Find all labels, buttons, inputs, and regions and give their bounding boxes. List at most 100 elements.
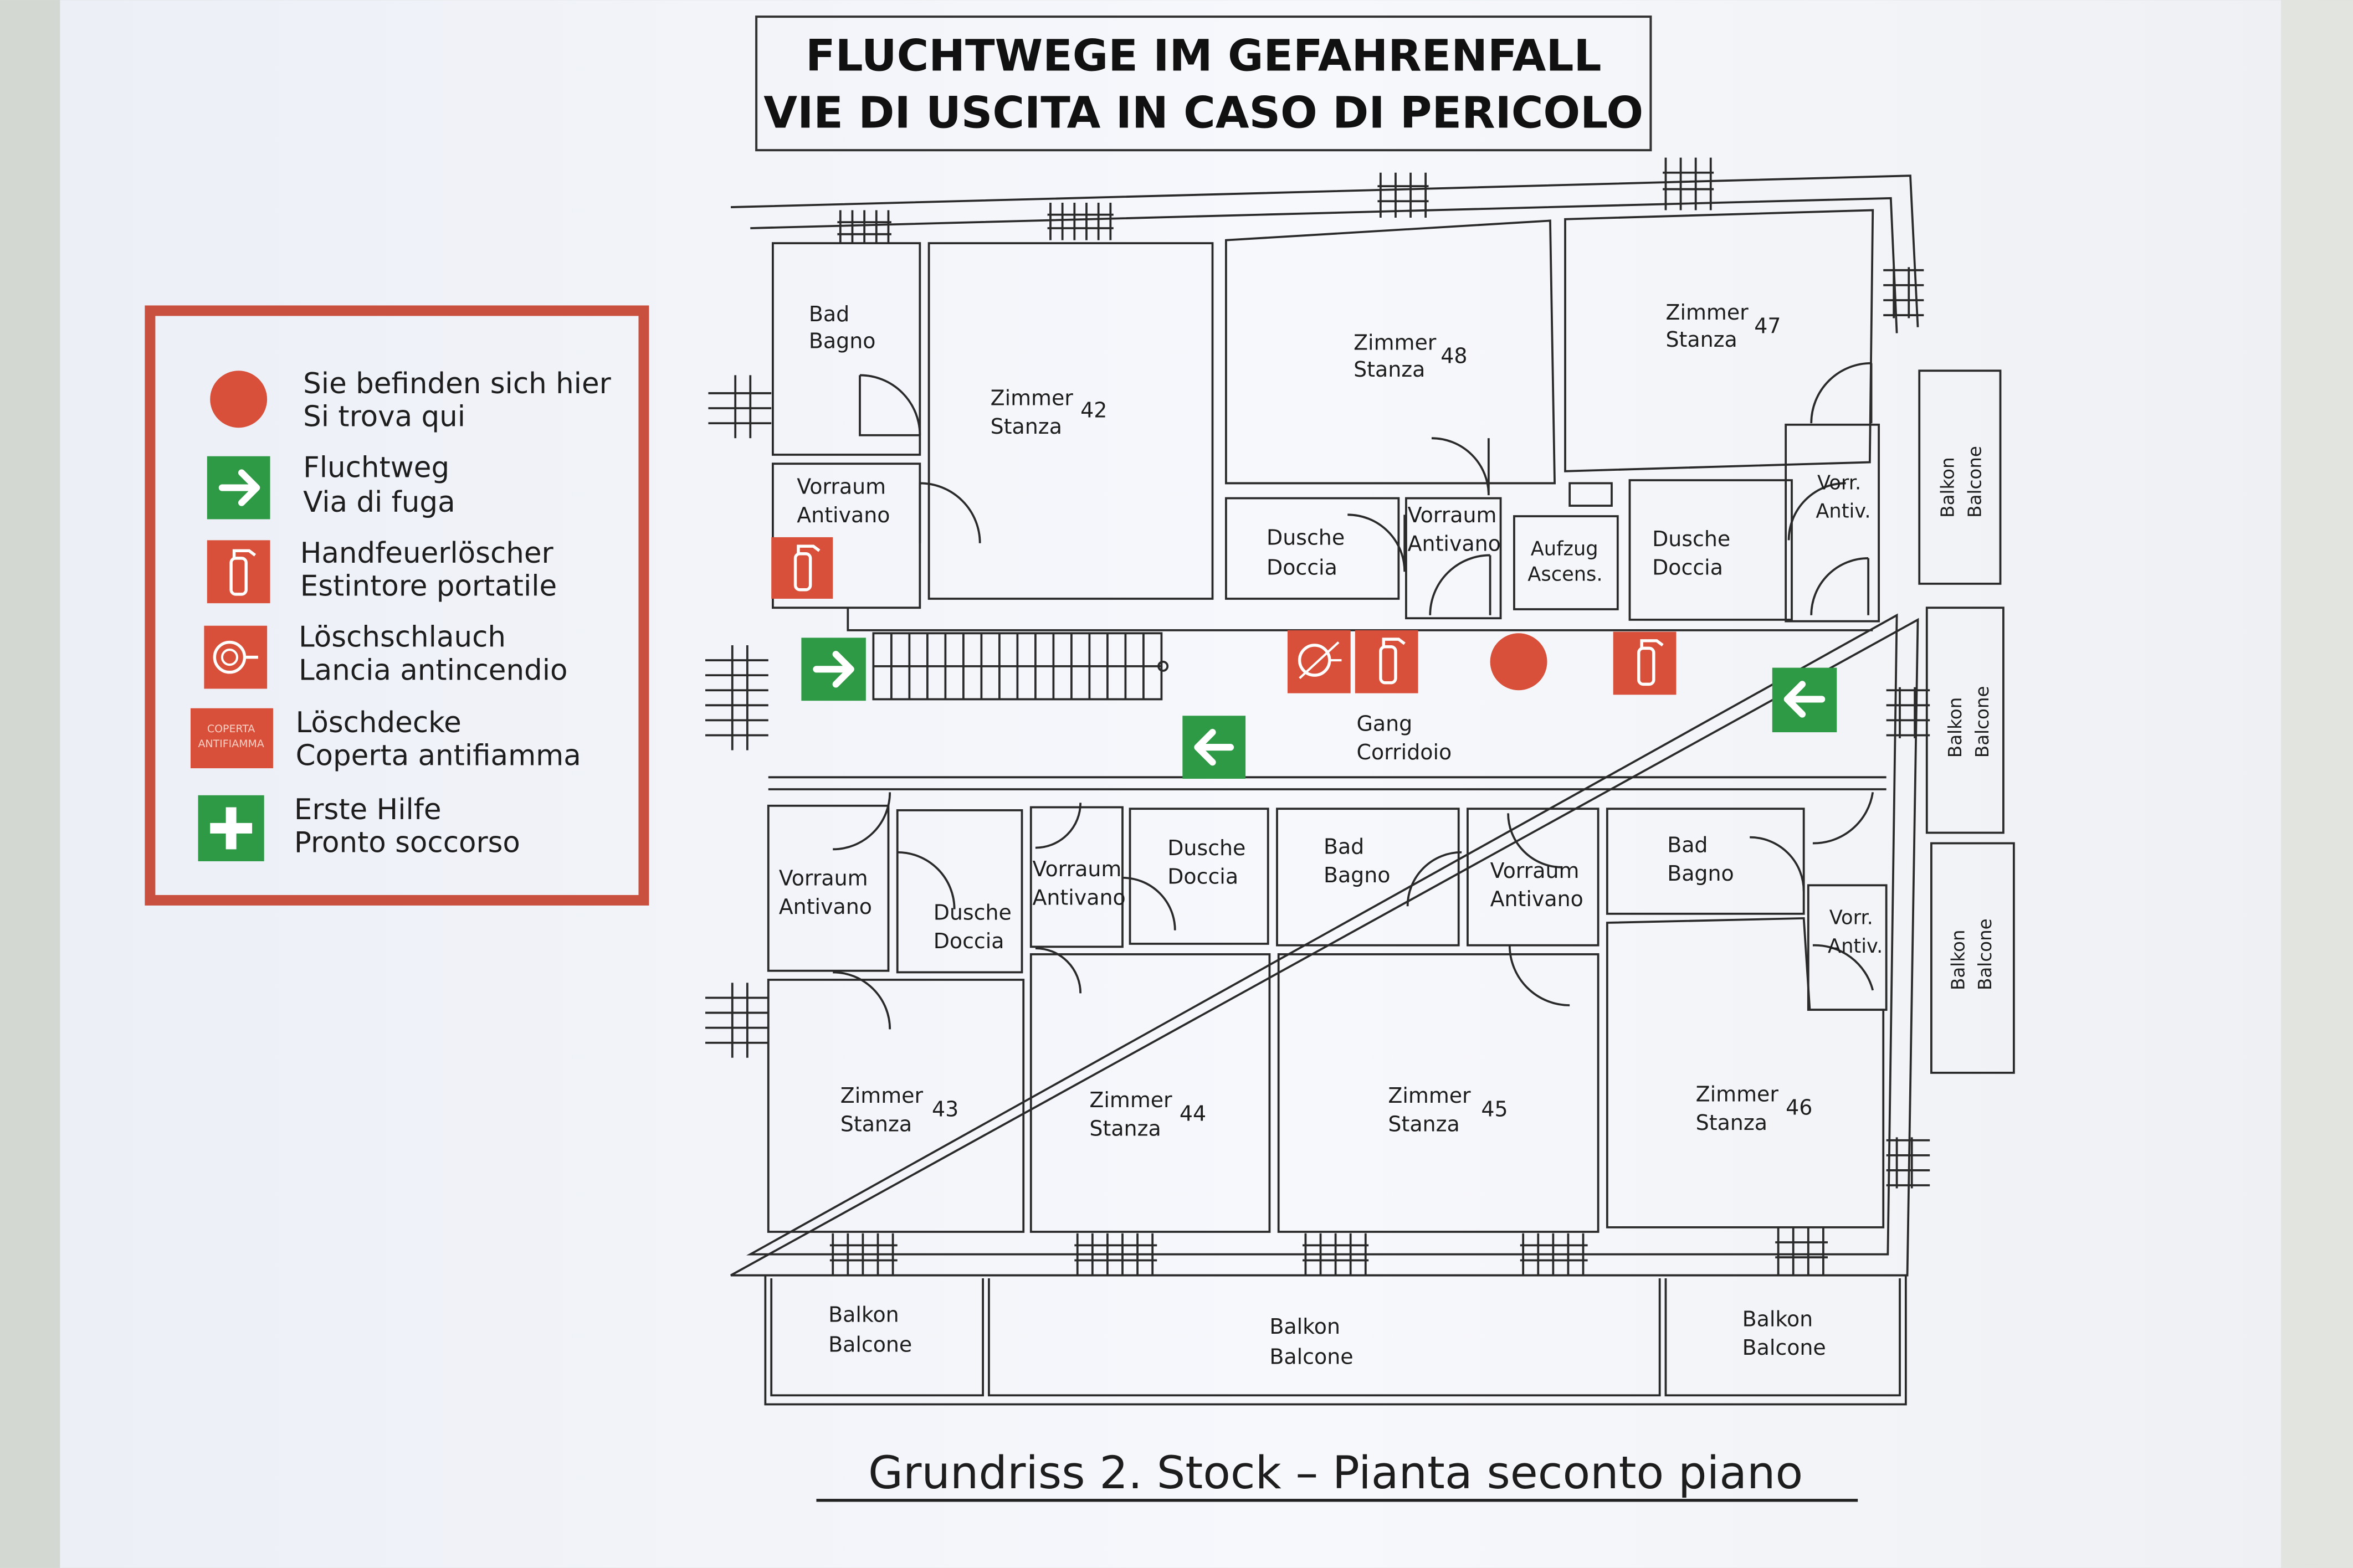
balkon-right-2-label-2: Balcone bbox=[1972, 686, 1993, 758]
fire-extinguisher-icon bbox=[1355, 630, 1418, 693]
arrow-right-icon bbox=[207, 456, 270, 520]
arrow-left-icon bbox=[1182, 716, 1246, 779]
vorr-b-label-1: Vorr. bbox=[1829, 907, 1873, 929]
legend-blanket-de: Löschdecke bbox=[296, 706, 462, 739]
fire-extinguisher-icon bbox=[771, 537, 833, 599]
first-aid-cross-icon bbox=[198, 795, 264, 861]
balkon-right-2-label-1: Balkon bbox=[1945, 697, 1966, 758]
dusche-mid-label-2: Doccia bbox=[1267, 556, 1337, 580]
room-47-label-1: Zimmer bbox=[1665, 300, 1749, 325]
vorr-top-label-2: Antiv. bbox=[1816, 500, 1870, 523]
legend-hose-de: Löschschlauch bbox=[299, 621, 506, 654]
legend-extinguisher-it: Estintore portatile bbox=[300, 570, 557, 603]
gang-label-1: Gang bbox=[1357, 711, 1413, 736]
caption-text: Grundriss 2. Stock – Pianta seconto pian… bbox=[868, 1447, 1803, 1499]
aufzug-label-2: Ascens. bbox=[1527, 563, 1602, 585]
room-42-label-2: Stanza bbox=[991, 414, 1062, 439]
plan-symbols bbox=[771, 537, 1837, 779]
room-labels: Bad Bagno Zimmer Stanza 42 Zimmer Stanza… bbox=[779, 300, 1996, 1369]
balkon-b1-label-1: Balkon bbox=[828, 1303, 899, 1327]
fire-hose-icon bbox=[204, 625, 268, 689]
vorraum-b2-label-2: Antivano bbox=[1032, 886, 1125, 910]
legend-here-de: Sie befinden sich hier bbox=[303, 367, 612, 400]
title-line-2: VIE DI USCITA IN CASO DI PERICOLO bbox=[763, 88, 1643, 138]
legend-escape-de: Fluchtweg bbox=[303, 451, 449, 485]
room-48-number: 48 bbox=[1440, 344, 1467, 368]
arrow-left-icon bbox=[1772, 667, 1837, 733]
floor-plan-walls bbox=[705, 157, 2015, 1406]
aufzug-label-1: Aufzug bbox=[1531, 537, 1598, 560]
sheet-edge bbox=[2280, 0, 2353, 1568]
fire-extinguisher-icon bbox=[207, 540, 270, 604]
location-dot-icon bbox=[1490, 633, 1547, 691]
bad-b2-label-2: Bagno bbox=[1667, 861, 1734, 886]
vorraum-b1-label-2: Antivano bbox=[779, 894, 872, 919]
room-46-label-1: Zimmer bbox=[1696, 1082, 1779, 1106]
legend-hose-it: Lancia antincendio bbox=[299, 654, 568, 687]
dusche-right-label-2: Doccia bbox=[1652, 556, 1723, 580]
bad-b-label-2: Bagno bbox=[1324, 863, 1391, 887]
room-48-label-2: Stanza bbox=[1354, 357, 1425, 382]
vorraum-mid-label-1: Vorraum bbox=[1408, 503, 1497, 527]
room-43-label-2: Stanza bbox=[840, 1112, 912, 1137]
room-42-number: 42 bbox=[1080, 398, 1107, 422]
room-44-number: 44 bbox=[1180, 1102, 1206, 1126]
vorraum-b2-label-1: Vorraum bbox=[1032, 857, 1121, 881]
vorraum-left-label-2: Antivano bbox=[797, 503, 890, 527]
balkon-right-3-label-1: Balkon bbox=[1947, 930, 1968, 990]
balkon-right-1-label-1: Balkon bbox=[1937, 457, 1959, 517]
legend-escape-it: Via di fuga bbox=[303, 486, 455, 519]
fire-blanket-icon: COPERTA ANTIFIAMMA bbox=[190, 708, 273, 769]
gang-label-2: Corridoio bbox=[1357, 740, 1452, 764]
room-45-number: 45 bbox=[1481, 1097, 1508, 1121]
location-dot-icon bbox=[210, 371, 268, 428]
balkon-b3-label-2: Balcone bbox=[1742, 1335, 1826, 1360]
balkon-right-3-label-2: Balcone bbox=[1975, 918, 1996, 990]
title-box: FLUCHTWEGE IM GEFAHRENFALL VIE DI USCITA… bbox=[755, 16, 1652, 152]
room-46-number: 46 bbox=[1786, 1096, 1812, 1120]
vorr-top-label-1: Vorr. bbox=[1817, 471, 1861, 494]
bad-b2-label-1: Bad bbox=[1667, 833, 1708, 857]
legend-firstaid-it: Pronto soccorso bbox=[294, 826, 520, 860]
room-bad-label-2: Bagno bbox=[809, 329, 876, 353]
room-45-label-2: Stanza bbox=[1388, 1112, 1459, 1137]
arrow-right-icon bbox=[801, 638, 866, 701]
dusche-b2-label-2: Doccia bbox=[1167, 865, 1238, 889]
room-44-label-1: Zimmer bbox=[1089, 1088, 1172, 1112]
balkon-b3-label-1: Balkon bbox=[1742, 1307, 1813, 1331]
vorraum-b3-label-1: Vorraum bbox=[1490, 858, 1580, 883]
title-line-1: FLUCHTWEGE IM GEFAHRENFALL bbox=[806, 30, 1602, 81]
room-43-number: 43 bbox=[932, 1097, 958, 1121]
legend-frame bbox=[145, 305, 649, 906]
room-45-label-1: Zimmer bbox=[1388, 1083, 1471, 1108]
legend-firstaid-de: Erste Hilfe bbox=[294, 793, 442, 826]
fire-extinguisher-icon bbox=[1613, 631, 1677, 695]
vorraum-mid-label-2: Antivano bbox=[1408, 531, 1501, 556]
room-47-number: 47 bbox=[1754, 314, 1781, 338]
bad-b-label-1: Bad bbox=[1324, 834, 1364, 858]
dusche-b1-label-1: Dusche bbox=[934, 901, 1012, 925]
fire-hose-icon bbox=[1287, 630, 1351, 693]
blanket-label-2: ANTIFIAMMA bbox=[198, 738, 264, 750]
legend: Sie befinden sich hier Si trova qui Fluc… bbox=[145, 305, 649, 906]
blanket-label-1: COPERTA bbox=[207, 723, 255, 735]
room-46-label-2: Stanza bbox=[1696, 1111, 1767, 1135]
vorraum-b3-label-2: Antivano bbox=[1490, 887, 1583, 911]
vorraum-left-label-1: Vorraum bbox=[797, 474, 886, 498]
vorraum-b1-label-1: Vorraum bbox=[779, 866, 868, 890]
dusche-right-label-1: Dusche bbox=[1652, 527, 1730, 551]
paper-sheet bbox=[60, 0, 2319, 1568]
balkon-b2-label-2: Balcone bbox=[1269, 1344, 1353, 1369]
room-48-label-1: Zimmer bbox=[1354, 330, 1437, 354]
room-42-label-1: Zimmer bbox=[991, 386, 1074, 410]
legend-here-it: Si trova qui bbox=[303, 400, 465, 434]
room-bad-label-1: Bad bbox=[809, 302, 849, 326]
room-47-label-2: Stanza bbox=[1665, 327, 1737, 352]
vorr-b-label-2: Antiv. bbox=[1828, 935, 1883, 958]
dusche-b1-label-2: Doccia bbox=[934, 929, 1004, 953]
dusche-mid-label-1: Dusche bbox=[1267, 525, 1345, 549]
legend-blanket-it: Coperta antifiamma bbox=[296, 739, 581, 773]
balkon-b1-label-2: Balcone bbox=[828, 1333, 912, 1357]
